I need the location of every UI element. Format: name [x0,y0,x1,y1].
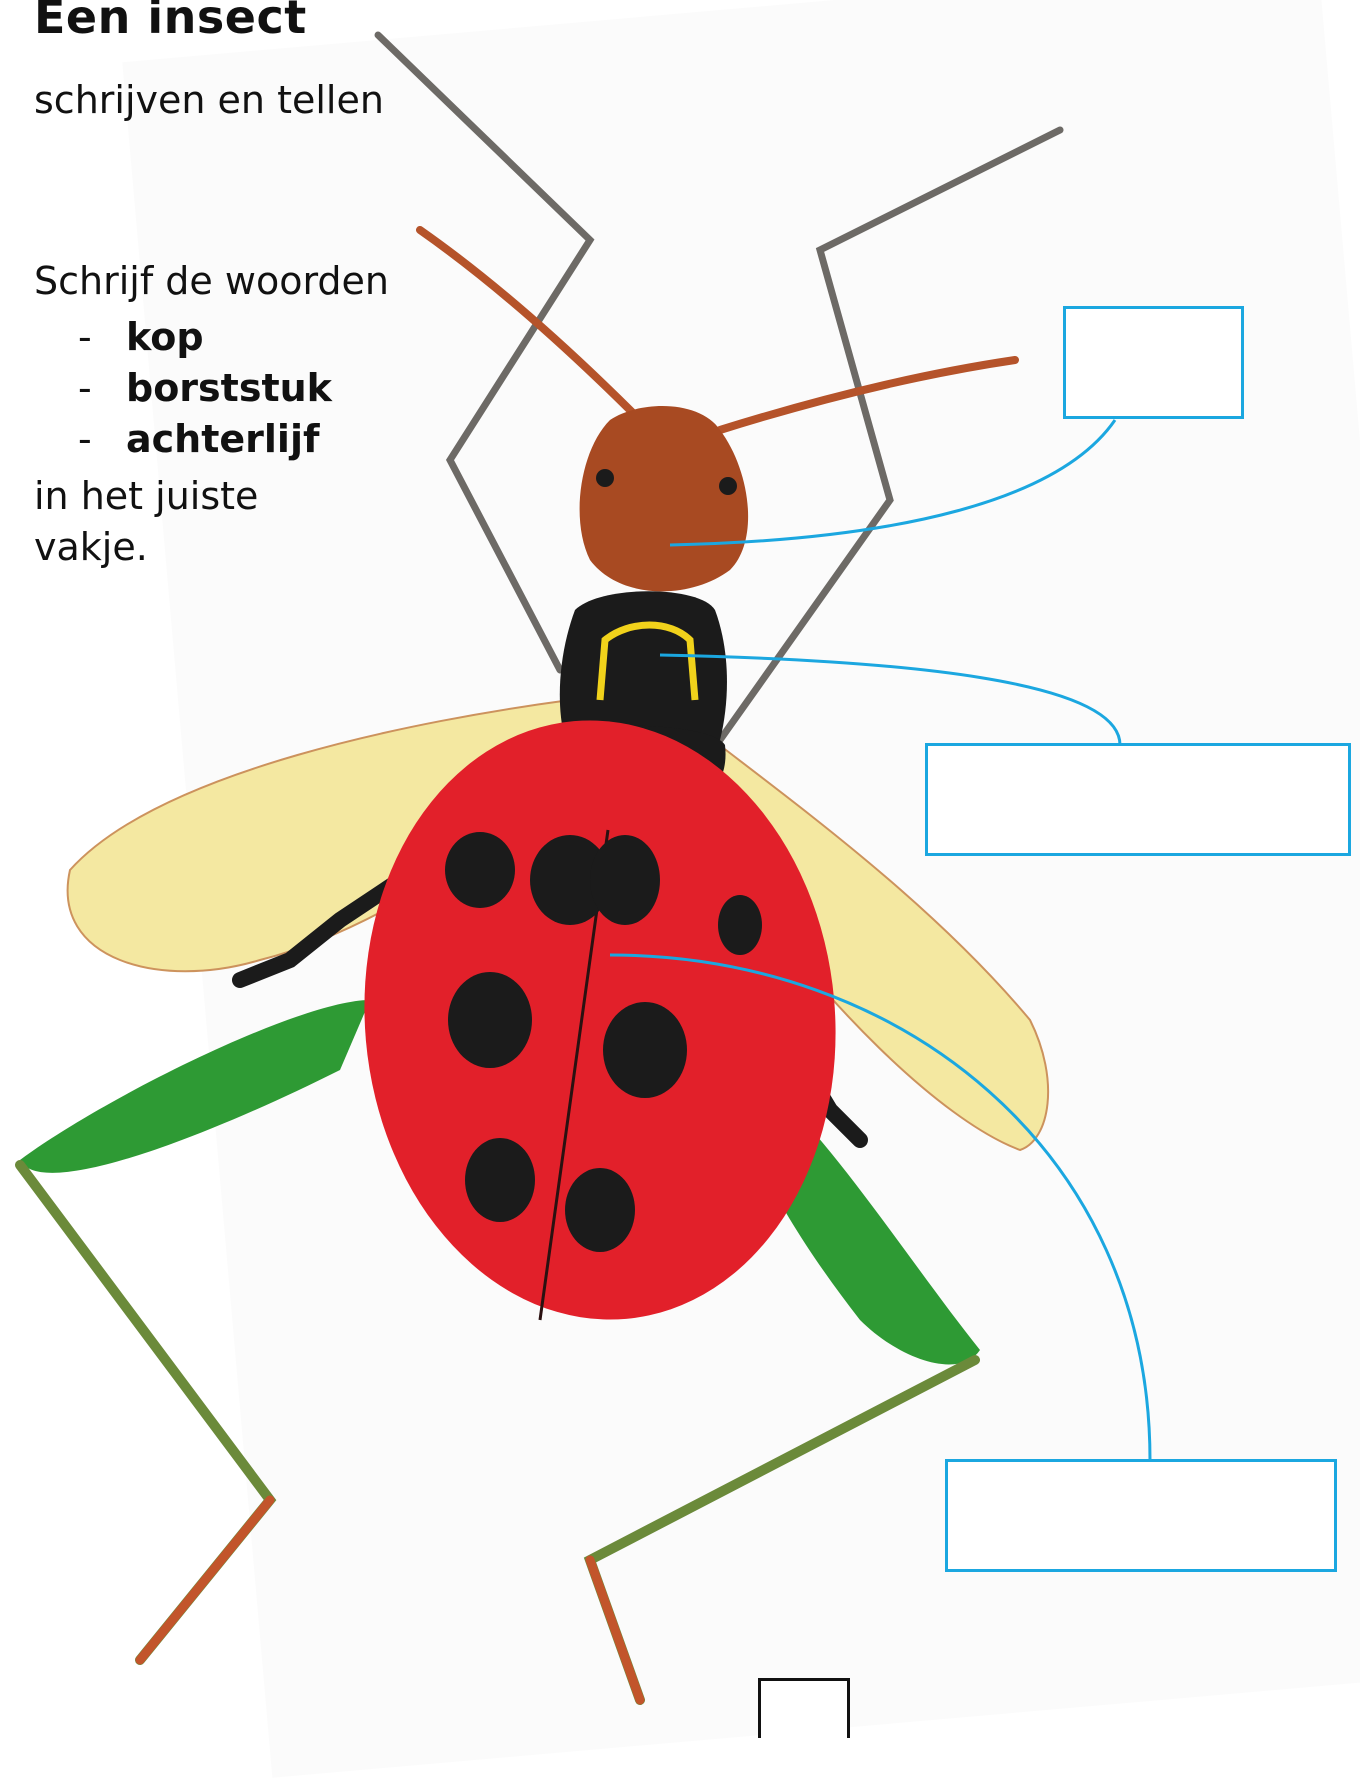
word-achterlijf: achterlijf [126,417,320,461]
list-dash: - [34,312,126,363]
abdomen-spot [590,835,660,925]
word-list-item: -achterlijf [34,414,332,465]
abdomen-spot [445,832,515,908]
leg-left-lower [20,1165,270,1660]
leg-left-foot [140,1500,270,1660]
antenna-left-brown [420,230,640,420]
word-list-item: -borststuk [34,363,332,414]
answer-box-abdomen[interactable] [945,1459,1337,1572]
page-title: Een insect [34,0,307,44]
leg-right-foot [590,1560,640,1700]
antenna-left-grey [378,35,590,670]
leg-left-thigh [20,1000,370,1173]
answer-box-head[interactable] [1063,306,1244,419]
word-list-item: -kop [34,312,332,363]
answer-box-thorax[interactable] [925,743,1351,856]
antenna-right-grey [720,130,1060,740]
list-dash: - [34,363,126,414]
abdomen-spot [718,895,762,955]
eye-right [719,477,737,495]
word-borststuk: borststuk [126,366,332,410]
insect-head [580,406,749,591]
abdomen-spot [565,1168,635,1252]
abdomen-spot [603,1002,687,1098]
list-dash: - [34,414,126,465]
count-box[interactable] [758,1678,850,1738]
instruction-outro: in het juiste vakje. [34,471,334,573]
word-kop: kop [126,315,204,359]
abdomen-spot [465,1138,535,1222]
worksheet: Een insect schrijven en tellen Schrijf d… [0,0,1360,1732]
eye-left [596,469,614,487]
word-list: -kop -borststuk -achterlijf [34,312,332,465]
abdomen-spot [448,972,532,1068]
page-subtitle: schrijven en tellen [34,78,384,122]
instruction-intro: Schrijf de woorden [34,262,389,300]
leg-right-lower [590,1360,975,1700]
